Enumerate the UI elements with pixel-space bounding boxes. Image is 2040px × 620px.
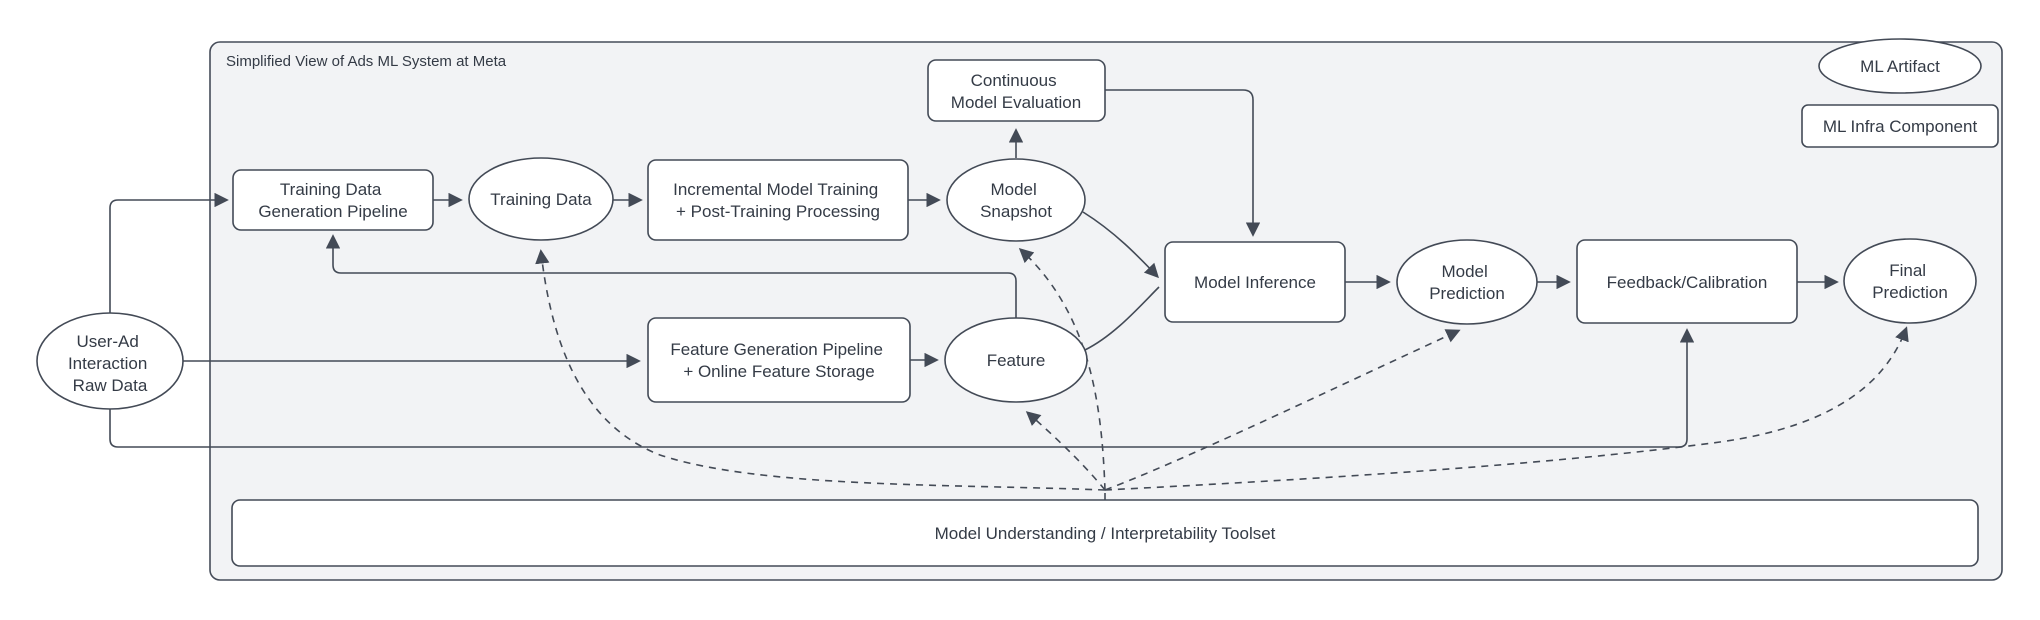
tdgp-label: Training Data Generation Pipeline xyxy=(258,180,407,221)
edge-modelsnapshot-to-modelinference xyxy=(1082,211,1159,279)
edge-cme-to-modelinference xyxy=(1105,89,1261,237)
legend-infra-label: ML Infra Component xyxy=(1823,117,1978,136)
feature-ellipse xyxy=(944,317,1088,403)
model-snapshot-ellipse xyxy=(946,158,1086,242)
node-final-prediction: Final Prediction xyxy=(1843,238,1977,324)
cme-box xyxy=(927,59,1106,122)
solid-edges xyxy=(109,89,1839,448)
fgp-box xyxy=(647,317,911,403)
edge-toolset-to-trainingdata xyxy=(535,249,1106,491)
model-inference-label: Model Inference xyxy=(1194,273,1316,292)
edge-userad-to-tdgp xyxy=(109,192,229,313)
node-continuous-model-evaluation: Continuous Model Evaluation xyxy=(927,59,1106,122)
edge-toolset-to-feature xyxy=(1025,411,1106,491)
node-feature: Feature xyxy=(944,317,1088,403)
feedback-label: Feedback/Calibration xyxy=(1607,273,1768,292)
legend-artifact-label: ML Artifact xyxy=(1860,57,1940,76)
model-prediction-ellipse xyxy=(1396,239,1538,325)
imt-label: Incremental Model Training + Post-Traini… xyxy=(673,180,883,221)
user-ad-label: User-Ad Interaction Raw Data xyxy=(68,332,152,395)
edge-feature-to-modelinference xyxy=(1084,286,1160,351)
training-data-label: Training Data xyxy=(490,190,592,209)
fgp-label: Feature Generation Pipeline + Online Fea… xyxy=(670,340,887,381)
diagram-title: Simplified View of Ads ML System at Meta xyxy=(226,53,507,70)
edge-feature-to-tdgp xyxy=(325,234,1017,318)
node-training-data: Training Data xyxy=(468,157,614,241)
final-prediction-label: Final Prediction xyxy=(1872,261,1948,302)
legend: ML Artifact ML Infra Component xyxy=(1801,38,1999,148)
legend-artifact-ellipse xyxy=(1818,38,1982,94)
node-feedback-calibration: Feedback/Calibration xyxy=(1576,239,1798,324)
training-data-ellipse xyxy=(468,157,614,241)
final-prediction-ellipse xyxy=(1843,238,1977,324)
tdgp-box xyxy=(232,169,434,231)
node-model-snapshot: Model Snapshot xyxy=(946,158,1086,242)
node-feature-generation-pipeline: Feature Generation Pipeline + Online Fea… xyxy=(647,317,911,403)
toolset-label: Model Understanding / Interpretability T… xyxy=(935,524,1276,543)
node-model-inference: Model Inference xyxy=(1164,241,1346,323)
dashed-edges xyxy=(535,248,1909,500)
model-snapshot-label: Model Snapshot xyxy=(980,180,1052,221)
toolset-box xyxy=(231,499,1979,567)
node-model-understanding-toolset: Model Understanding / Interpretability T… xyxy=(231,499,1979,567)
edge-toolset-to-finalprediction xyxy=(1104,326,1909,491)
model-inference-box xyxy=(1164,241,1346,323)
edge-toolset-to-modelprediction xyxy=(1104,329,1461,491)
edge-toolset-to-modelsnapshot xyxy=(1018,248,1106,491)
node-training-data-generation-pipeline: Training Data Generation Pipeline xyxy=(232,169,434,231)
model-prediction-label: Model Prediction xyxy=(1429,262,1505,303)
node-incremental-model-training: Incremental Model Training + Post-Traini… xyxy=(647,159,909,241)
imt-box xyxy=(647,159,909,241)
node-user-ad-interaction-raw-data: User-Ad Interaction Raw Data xyxy=(36,312,184,410)
legend-infra-box xyxy=(1801,104,1999,148)
edge-userad-to-feedback xyxy=(109,328,1695,448)
cme-label: Continuous Model Evaluation xyxy=(951,71,1081,112)
user-ad-ellipse xyxy=(36,312,184,410)
feature-label: Feature xyxy=(987,351,1046,370)
node-model-prediction: Model Prediction xyxy=(1396,239,1538,325)
feedback-box xyxy=(1576,239,1798,324)
